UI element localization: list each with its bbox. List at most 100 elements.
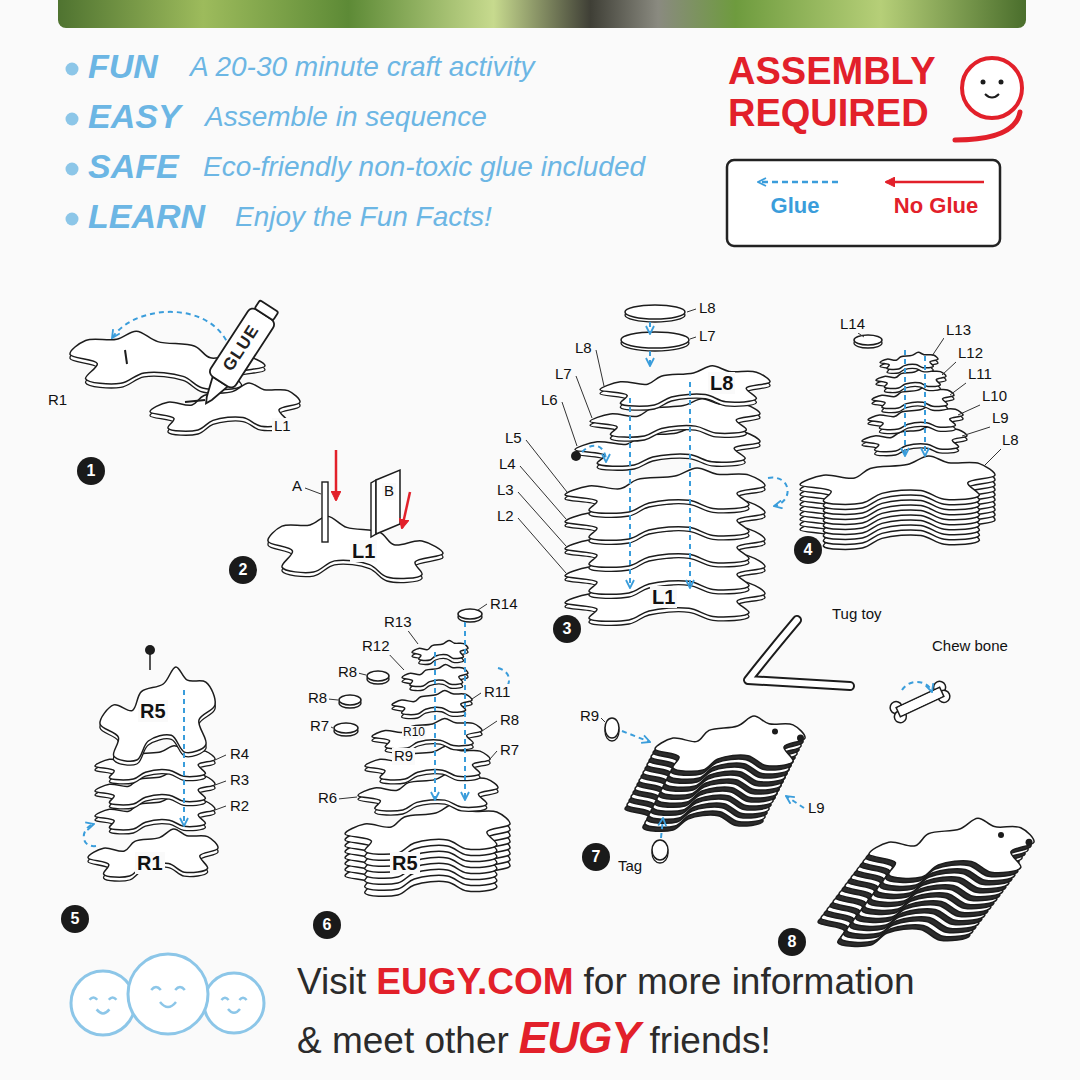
part-label: L1: [272, 418, 293, 435]
piece-face: [345, 804, 510, 854]
leader-line: [950, 383, 966, 395]
step-number-text: 6: [323, 917, 332, 933]
leader-line: [518, 518, 566, 573]
part-label: L9: [990, 410, 1011, 427]
leader-line: [562, 402, 577, 446]
glue-arrow: [768, 478, 788, 506]
mascot-eye: [221, 998, 228, 1000]
part-label: R12: [360, 638, 392, 655]
footer-text: friends!: [650, 1021, 771, 1062]
piece-face: [800, 456, 995, 504]
small-part: [367, 671, 389, 684]
feature-text: Assemble in sequence: [205, 102, 487, 133]
assembly-notice: ASSEMBLY REQUIRED: [728, 50, 953, 134]
step-number-text: 2: [239, 562, 248, 578]
peg-dot: [145, 645, 155, 655]
part-label: R9: [392, 748, 415, 765]
glue-arrow: [622, 731, 650, 742]
wood-piece: [402, 664, 468, 690]
part-label: L14: [838, 316, 867, 333]
part-label: L3: [495, 482, 516, 499]
piece-face: [600, 366, 770, 406]
leader-line: [331, 727, 333, 728]
step-number: 6: [313, 911, 341, 939]
glue-arrow: [689, 382, 691, 588]
part-label: L8: [697, 300, 718, 317]
part-label: L6: [539, 392, 560, 409]
feature-text: Eco-friendly non-toxic glue included: [203, 152, 645, 183]
mascot: [71, 971, 135, 1035]
footer-line: VisitEUGY.COMfor more information: [297, 962, 915, 1003]
leader-line: [490, 751, 497, 759]
part-label: Tug toy: [830, 606, 883, 623]
stick-a: [322, 482, 328, 542]
wood-piece: [565, 468, 765, 517]
leader-line: [478, 604, 487, 610]
leader-line: [305, 488, 321, 494]
leader-line: [596, 350, 604, 386]
glue-arrow: [629, 398, 631, 588]
wood-piece: [88, 829, 218, 881]
step-number: 3: [553, 615, 581, 643]
piece-face: [565, 468, 765, 513]
mascot-eye: [90, 997, 98, 999]
no-glue-arrow: [335, 450, 338, 500]
wood-piece: [150, 383, 300, 435]
bullet-dot: [66, 163, 79, 176]
part-label: L8: [573, 340, 594, 357]
wood-piece: [869, 818, 1034, 878]
plate-b: [376, 470, 400, 534]
bottle-body: [208, 306, 277, 389]
leader-line: [518, 492, 566, 546]
leader-line: [215, 755, 226, 760]
wood-piece: [655, 716, 805, 771]
part-label: R7: [498, 742, 521, 759]
piece-face: [365, 746, 490, 780]
part-label: R8: [306, 690, 329, 707]
bone-fill: [898, 689, 941, 715]
legend-sample: [758, 181, 838, 184]
glue-bottle: [193, 298, 281, 412]
mascot: [128, 954, 208, 1034]
legend-text: No Glue: [894, 194, 978, 218]
part-label: L1: [650, 586, 677, 608]
piece-face: [872, 386, 954, 408]
piece-face: [868, 405, 963, 429]
leader-line: [958, 405, 980, 415]
smiley-mouth: [985, 94, 999, 98]
footer-text: for more information: [584, 962, 915, 1003]
legend-sample: [886, 181, 984, 184]
part-label: L8: [1000, 432, 1021, 449]
slot: [185, 400, 205, 402]
feature-keyword: SAFE: [88, 148, 179, 185]
leader-line: [472, 693, 481, 699]
legend-box: [727, 160, 1000, 246]
leader-line: [690, 337, 696, 339]
wood-piece: [345, 804, 510, 854]
glue-arrow: [924, 356, 926, 456]
glue-arrow: [902, 682, 932, 692]
part-face: [458, 609, 482, 619]
piece-face: [268, 516, 443, 578]
part-label: L7: [553, 366, 574, 383]
leader-line: [520, 466, 566, 519]
leader-line: [576, 376, 592, 418]
part-label: L8: [708, 372, 735, 394]
small-part: [625, 305, 685, 322]
step-number-text: 5: [71, 911, 80, 927]
step-number: 4: [794, 536, 822, 564]
piece-face: [880, 352, 938, 369]
part-label: L7: [697, 328, 718, 345]
part-label: R8: [498, 712, 521, 729]
part-label: R2: [228, 798, 251, 815]
mascot-eye: [151, 987, 161, 990]
bottle-cap: [255, 300, 279, 320]
mascot-eye: [239, 998, 246, 1000]
mascot-mouth: [228, 1009, 240, 1013]
step-number: 8: [778, 928, 806, 956]
feature-keyword: LEARN: [88, 198, 205, 235]
part-label: L2: [495, 508, 516, 525]
smiley-eye: [981, 80, 986, 85]
glue-arrow: [649, 322, 651, 334]
